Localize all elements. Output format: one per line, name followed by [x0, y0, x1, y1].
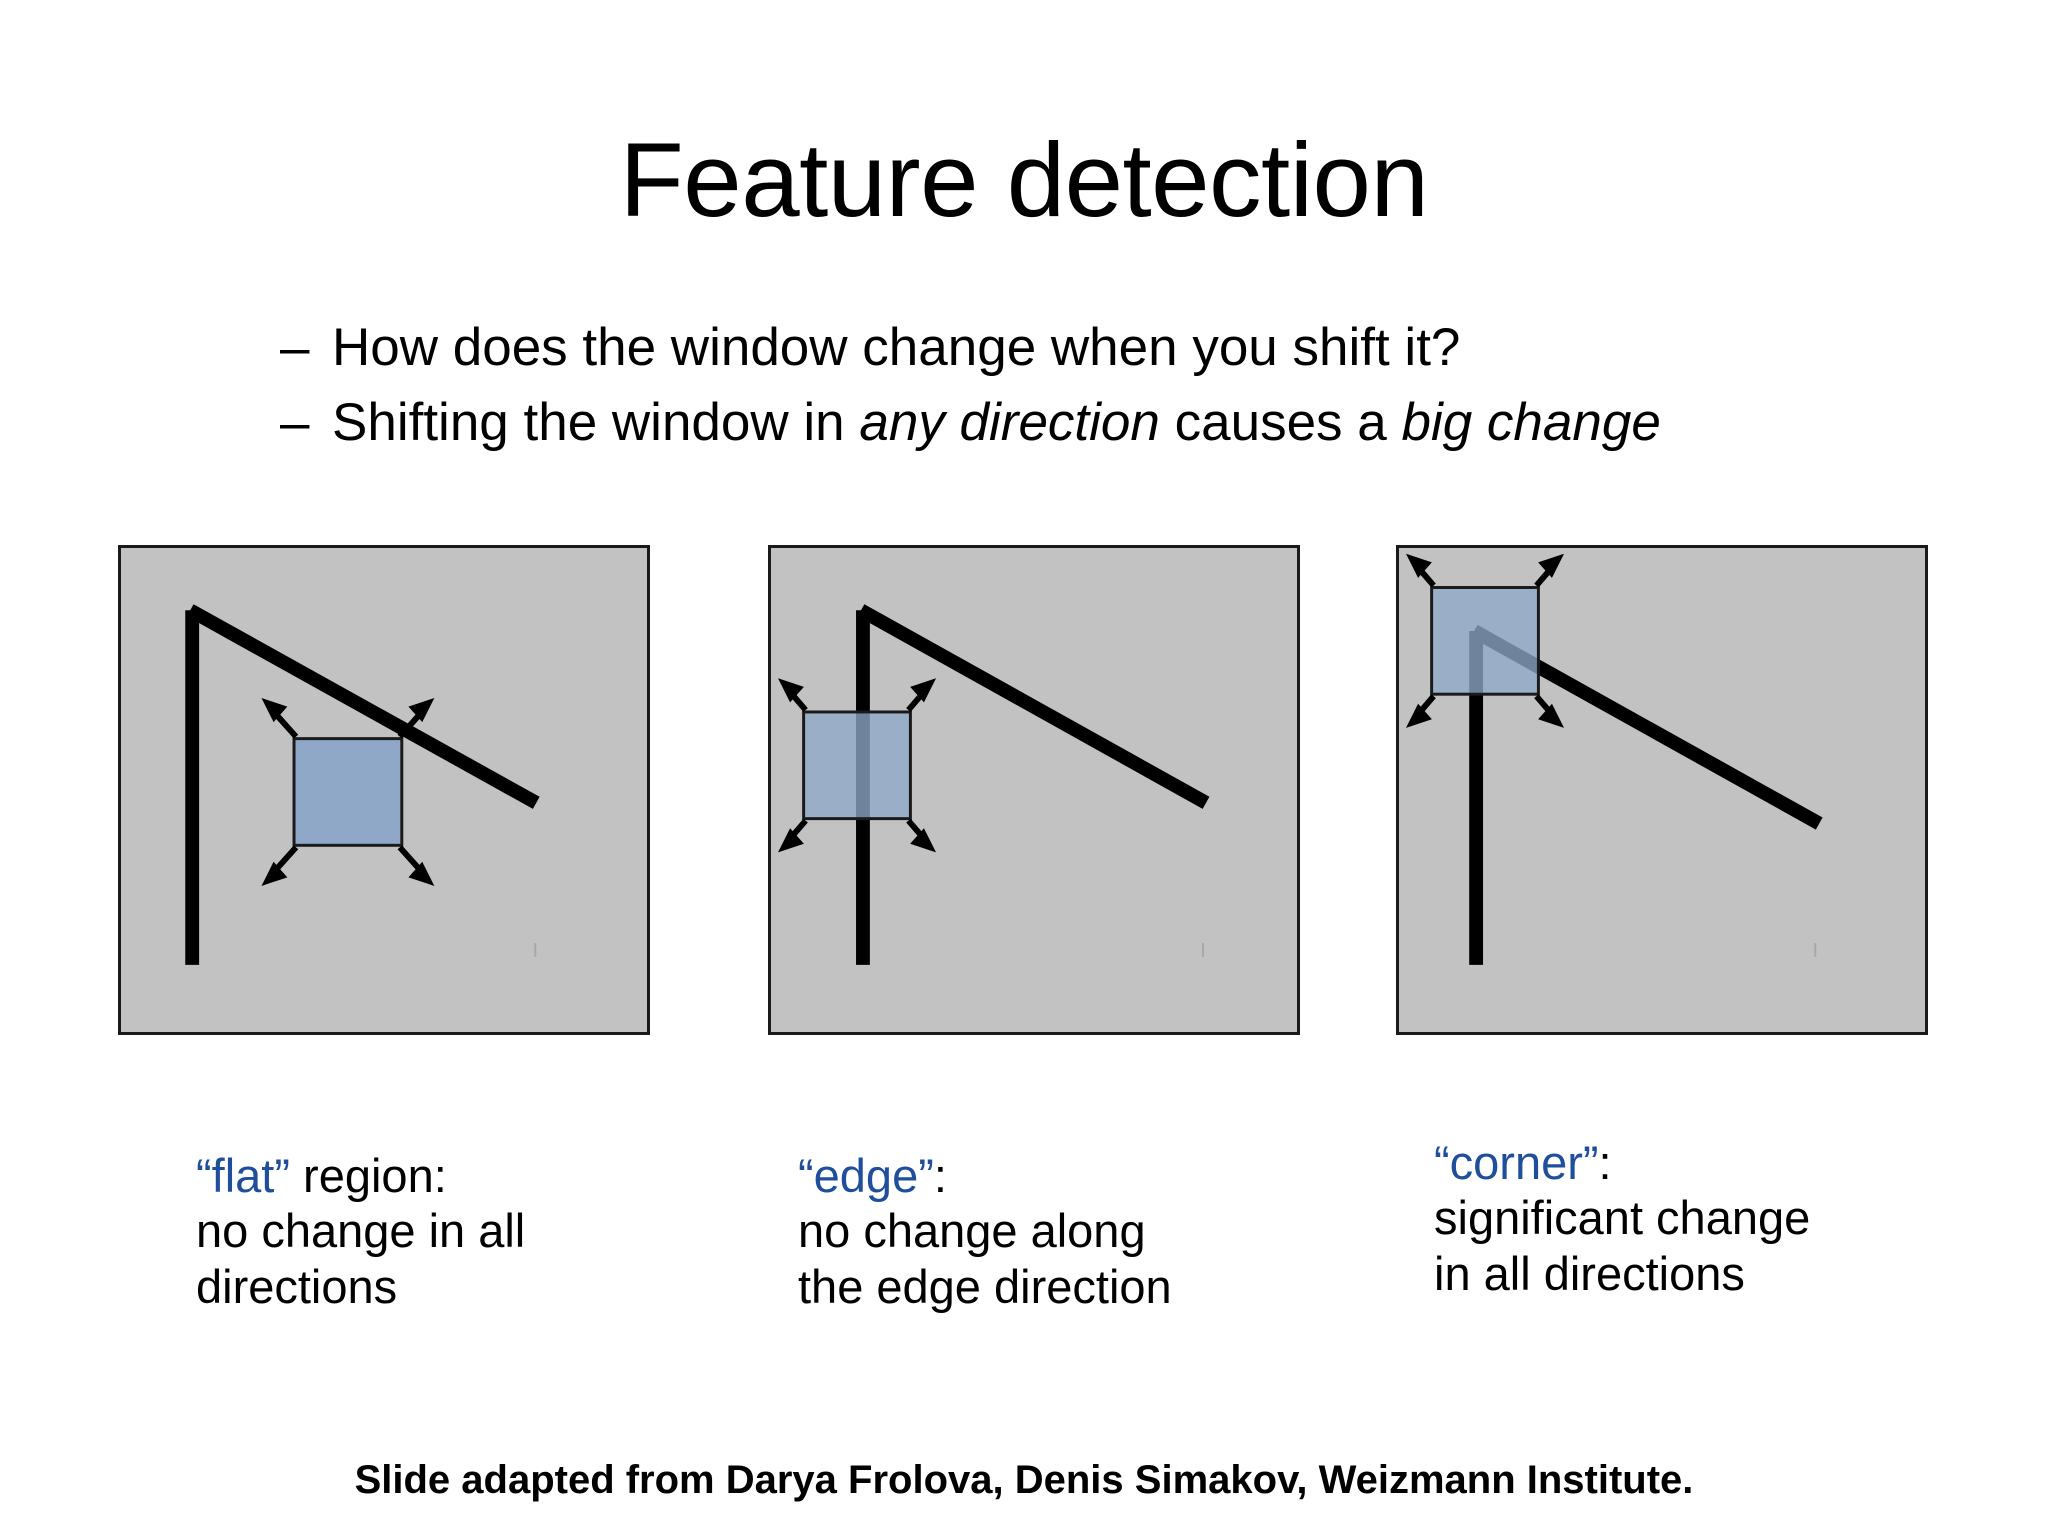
shift-arrows-group	[261, 698, 435, 886]
shift-arrows-group	[777, 678, 937, 853]
arrow-down-right-head	[1538, 703, 1565, 728]
arrow-down-left-head	[777, 828, 804, 853]
bullet-list: – How does the window change when you sh…	[280, 310, 1980, 461]
corner-panel	[1396, 545, 1928, 1035]
edge-illustration	[777, 604, 1210, 965]
diagonal-edge-line	[186, 604, 540, 809]
attribution-footer: Slide adapted from Darya Frolova, Denis …	[354, 1458, 1694, 1502]
arrow-down-left-head	[1405, 703, 1432, 728]
edge-caption-line-2: the edge direction	[798, 1259, 1172, 1313]
corner-illustration	[1405, 553, 1823, 965]
corner-caption-line-1: significant change	[1434, 1191, 1811, 1245]
analysis-window	[1430, 586, 1540, 696]
arrow-up-left-head	[261, 698, 288, 723]
edge-panel	[768, 545, 1300, 1035]
flat-region-caption: “flat” region: no change in all directio…	[196, 1148, 525, 1314]
corner-caption-heading-rest: :	[1598, 1136, 1612, 1189]
panel-artifact-mark	[534, 943, 537, 957]
edge-caption-line-1: no change along	[798, 1204, 1146, 1258]
bullet-dash-icon: –	[280, 393, 310, 453]
arrow-down-right-head	[910, 828, 937, 853]
bullet-item-statement-text: Shifting the window in any direction cau…	[332, 385, 1661, 460]
bullet-text-emphasis-any-direction: any direction	[859, 393, 1160, 453]
flat-region-panel	[118, 545, 650, 1035]
flat-caption-heading-rest: region:	[290, 1149, 447, 1202]
corner-keyword: “corner”	[1434, 1136, 1599, 1189]
arrow-up-left-head	[1405, 553, 1432, 578]
edge-caption: “edge”: no change along the edge directi…	[798, 1148, 1172, 1314]
edge-caption-heading: “edge”:	[798, 1148, 1172, 1203]
panel-artifact-mark	[1202, 943, 1205, 957]
corner-caption-heading: “corner”:	[1434, 1135, 1810, 1190]
flat-caption-line-1: no change in all	[196, 1204, 526, 1258]
flat-caption-line-2: directions	[196, 1259, 398, 1313]
bullet-text-segment: How does the window change when you shif…	[332, 318, 1461, 377]
diagonal-edge-line	[857, 604, 1210, 809]
arrow-down-left-head	[261, 861, 288, 886]
bullet-text-segment: Shifting the window in	[332, 393, 860, 453]
arrow-up-right-head	[1538, 553, 1565, 578]
arrow-up-right-head	[910, 678, 937, 703]
panel-artifact-mark	[1814, 943, 1817, 957]
edge-keyword: “edge”	[798, 1149, 934, 1202]
arrow-up-right-head	[408, 698, 435, 723]
corner-caption: “corner”: significant change in all dire…	[1434, 1135, 1810, 1301]
arrow-up-left-head	[777, 678, 804, 703]
bullet-item-question: – How does the window change when you sh…	[280, 310, 1980, 385]
flat-region-illustration	[185, 604, 540, 965]
page-title: Feature detection	[619, 122, 1429, 239]
bullet-text-segment: causes a	[1159, 393, 1402, 453]
bullet-item-question-text: How does the window change when you shif…	[332, 310, 1460, 385]
analysis-window	[292, 737, 404, 847]
bullet-item-statement: – Shifting the window in any direction c…	[280, 385, 1980, 460]
edge-caption-heading-rest: :	[933, 1149, 947, 1202]
corner-caption-line-2: in all directions	[1434, 1246, 1745, 1300]
flat-keyword: “flat”	[196, 1149, 290, 1202]
flat-caption-heading: “flat” region:	[196, 1148, 525, 1203]
analysis-window	[802, 710, 912, 821]
bullet-text-emphasis-big-change: big change	[1401, 393, 1661, 453]
bullet-dash-icon: –	[280, 318, 310, 377]
shift-arrows-group	[1405, 553, 1565, 728]
arrow-down-right-head	[408, 861, 435, 886]
